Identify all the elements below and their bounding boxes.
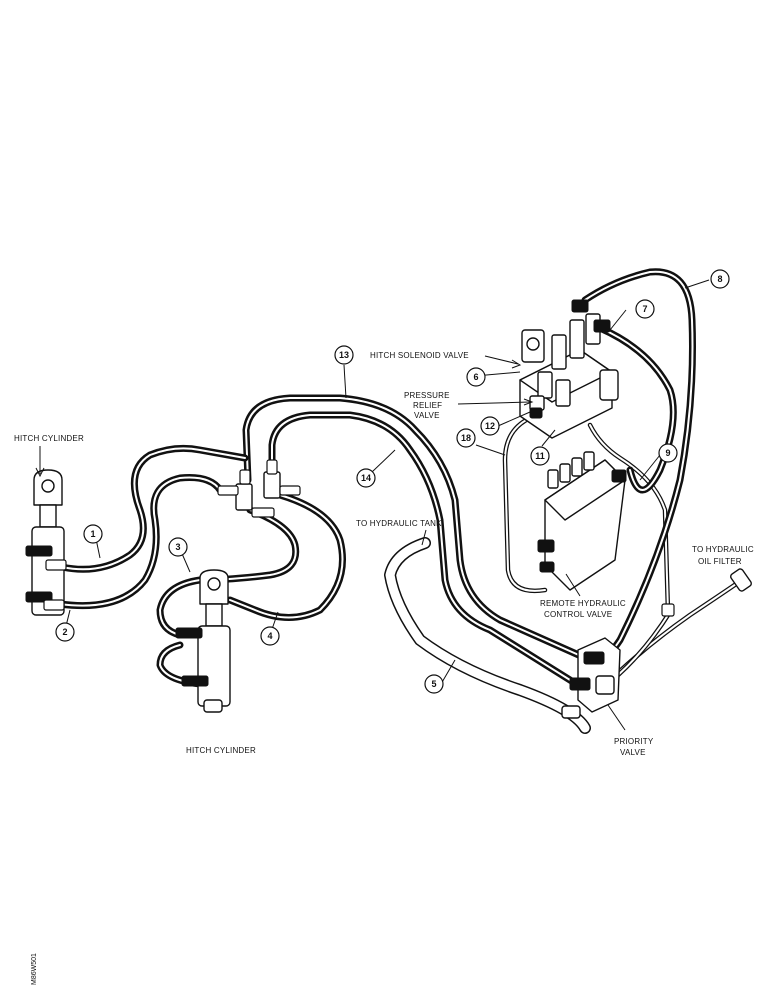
hose-1 bbox=[58, 444, 249, 573]
label-pressure-relief-valve-3: VALVE bbox=[414, 411, 440, 420]
label-hitch-cylinder-left: HITCH CYLINDER bbox=[14, 434, 84, 443]
callout-13: 13 bbox=[334, 345, 354, 365]
svg-text:9: 9 bbox=[665, 448, 670, 458]
hose-2 bbox=[56, 474, 224, 610]
hitch-cylinder-left bbox=[25, 469, 67, 616]
callout-5: 5 bbox=[424, 674, 444, 694]
callout-4: 4 bbox=[260, 626, 280, 646]
priority-valve bbox=[561, 637, 621, 719]
label-to-hydraulic-oil-filter-1: TO HYDRAULIC bbox=[692, 545, 754, 554]
label-pressure-relief-valve-1: PRESSURE bbox=[404, 391, 450, 400]
hose-3 bbox=[156, 506, 300, 639]
hitch-solenoid-valve-block bbox=[519, 299, 619, 439]
callout-14: 14 bbox=[356, 468, 376, 488]
svg-text:2: 2 bbox=[62, 627, 67, 637]
label-to-hydraulic-tank: TO HYDRAULIC TANK bbox=[356, 519, 442, 528]
svg-text:4: 4 bbox=[267, 631, 272, 641]
callout-6: 6 bbox=[466, 367, 486, 387]
hose-7 bbox=[596, 324, 677, 494]
label-priority-valve-1: PRIORITY bbox=[614, 737, 654, 746]
hose-4 bbox=[226, 491, 346, 621]
label-priority-valve-2: VALVE bbox=[620, 748, 646, 757]
svg-text:8: 8 bbox=[717, 274, 722, 284]
label-remote-control-valve-1: REMOTE HYDRAULIC bbox=[540, 599, 626, 608]
callout-8: 8 bbox=[710, 269, 730, 289]
callout-1: 1 bbox=[83, 524, 103, 544]
remote-hydraulic-control-valve bbox=[537, 451, 627, 591]
svg-text:11: 11 bbox=[535, 451, 545, 461]
svg-text:14: 14 bbox=[361, 473, 371, 483]
callout-2: 2 bbox=[55, 622, 75, 642]
tube-18 bbox=[502, 415, 675, 617]
callout-7: 7 bbox=[635, 299, 655, 319]
callout-11: 11 bbox=[530, 446, 550, 466]
svg-text:12: 12 bbox=[485, 421, 495, 431]
hitch-cylinder-bottom bbox=[175, 569, 231, 713]
callout-18: 18 bbox=[456, 428, 476, 448]
svg-text:18: 18 bbox=[461, 433, 471, 443]
svg-text:1: 1 bbox=[90, 529, 95, 539]
label-hitch-cylinder-bottom: HITCH CYLINDER bbox=[186, 746, 256, 755]
svg-text:13: 13 bbox=[339, 350, 349, 360]
callout-9: 9 bbox=[658, 443, 678, 463]
svg-text:7: 7 bbox=[642, 304, 647, 314]
svg-text:5: 5 bbox=[431, 679, 436, 689]
tank-return-pipe bbox=[384, 537, 591, 734]
label-to-hydraulic-oil-filter-2: OIL FILTER bbox=[698, 557, 742, 566]
label-pressure-relief-valve-2: RELIEF bbox=[413, 401, 442, 410]
svg-text:3: 3 bbox=[175, 542, 180, 552]
callout-12: 12 bbox=[480, 416, 500, 436]
hose-13 bbox=[242, 394, 594, 664]
label-remote-control-valve-2: CONTROL VALVE bbox=[544, 610, 612, 619]
label-hitch-solenoid-valve: HITCH SOLENOID VALVE bbox=[370, 351, 469, 360]
callout-3: 3 bbox=[168, 537, 188, 557]
tee-fittings bbox=[217, 459, 301, 518]
hose-8 bbox=[581, 268, 696, 664]
hose-14 bbox=[268, 411, 582, 689]
figure-id: M86W501 bbox=[31, 953, 38, 985]
svg-text:6: 6 bbox=[473, 372, 478, 382]
